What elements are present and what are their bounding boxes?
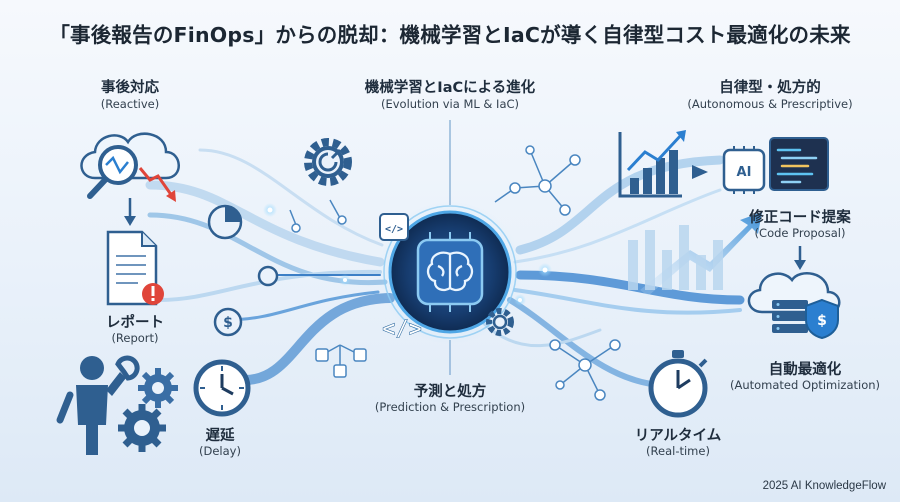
growth-chart-icon [618, 130, 686, 198]
code-editor-icon [769, 137, 829, 191]
svg-text:</>: </> [382, 317, 422, 342]
evolution-subheading: (Evolution via ML & IaC) [380, 97, 520, 111]
report-sublabel: (Report) [111, 331, 159, 345]
cloud-search-icon [80, 132, 180, 202]
right-arrow-icon [692, 165, 708, 179]
auto-opt-sublabel: (Automated Optimization) [729, 378, 881, 392]
reactive-subheading: (Reactive) [100, 97, 160, 111]
ai-chip-icon: AI [722, 146, 766, 194]
down-arrow-icon [124, 198, 136, 226]
reactive-heading: 事後対応 [101, 80, 159, 96]
autonomous-subheading: (Autonomous & Prescriptive) [687, 97, 853, 111]
evolution-heading: 機械学習とIaCによる進化 [364, 80, 536, 96]
clock-icon [193, 359, 251, 417]
auto-opt-label: 自動最適化 [768, 362, 842, 378]
engineer-wrench-icon [56, 355, 140, 455]
stopwatch-icon [648, 350, 708, 418]
code-proposal-sublabel: (Code Proposal) [754, 226, 846, 240]
brain-icon [426, 251, 474, 292]
code-window-icon: </> [379, 213, 409, 241]
delay-label: 遅延 [205, 428, 235, 444]
glow-dots [263, 203, 552, 306]
autonomous-heading: 自律型・処方的 [719, 80, 821, 96]
gear-icon [118, 368, 178, 452]
realtime-label: リアルタイム [634, 428, 722, 444]
ml-hub [378, 200, 522, 344]
svg-text:AI: AI [737, 165, 752, 180]
code-symbol-icon: </> [382, 317, 422, 343]
link-node-icon [257, 265, 279, 287]
prediction-label: 予測と処方 [413, 384, 487, 400]
page-title: 「事後報告のFinOps」からの脱却：機械学習とIaCが導く自律型コスト最適化の… [49, 23, 851, 47]
svg-text:</>: </> [385, 224, 403, 235]
delay-sublabel: (Delay) [199, 444, 241, 458]
settings-gear-icon [304, 138, 352, 186]
report-label: レポート [106, 315, 164, 331]
dollar-coin-icon: $ [213, 307, 243, 337]
cloud-server-shield-icon: $ [747, 272, 841, 340]
document-warning-icon [106, 230, 164, 306]
svg-text:$: $ [817, 313, 827, 329]
prediction-sublabel: (Prediction & Prescription) [374, 400, 526, 414]
down-arrow-right-icon [794, 246, 806, 270]
big-trend-arrow [628, 212, 762, 296]
left-streams [145, 148, 395, 385]
realtime-sublabel: (Real-time) [646, 444, 710, 458]
code-proposal-label: 修正コード提案 [749, 210, 851, 226]
svg-text:$: $ [223, 315, 233, 331]
pie-chart-icon [207, 204, 243, 240]
small-gear-icon [486, 308, 514, 336]
node-network [289, 145, 621, 401]
credit-text: 2025 AI KnowledgeFlow [762, 480, 886, 492]
